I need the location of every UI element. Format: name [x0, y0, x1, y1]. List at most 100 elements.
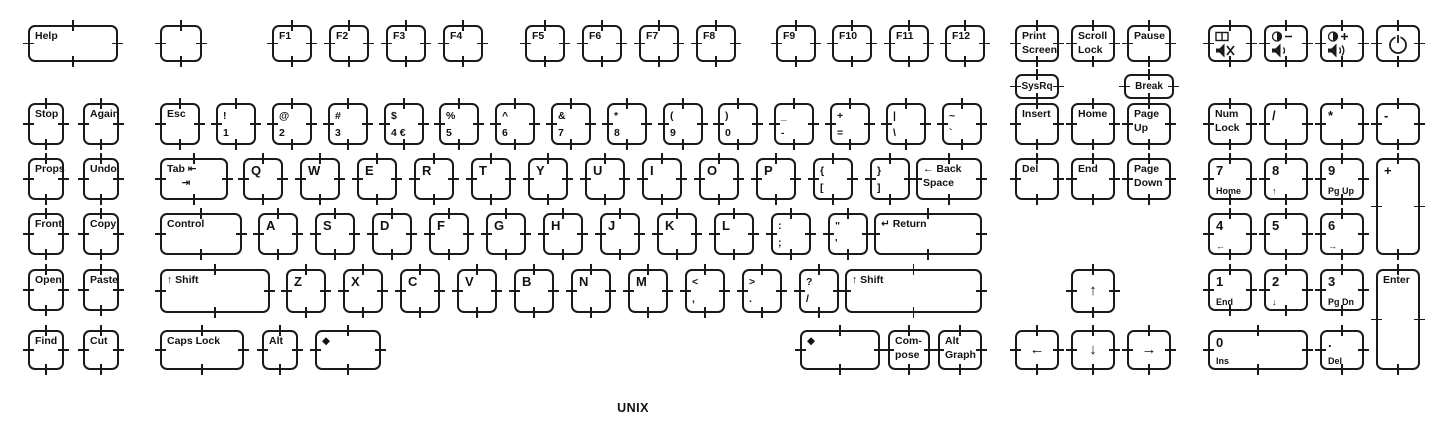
t-key: T: [466, 153, 516, 205]
key-tick: [547, 194, 549, 205]
key-tick: [795, 20, 797, 31]
key-tick: [562, 178, 573, 180]
key-tick: [964, 56, 966, 67]
key-tick: [367, 233, 378, 235]
key-tick: [490, 194, 492, 205]
f10-key: F10: [827, 20, 877, 67]
key-tick: [1246, 42, 1257, 45]
key-tick: [391, 178, 402, 180]
key-tick: [661, 153, 663, 164]
f3-key-label-line: F3: [393, 30, 406, 42]
key-tick: [505, 178, 516, 180]
key-tick: [704, 264, 706, 275]
j-key-label-line: J: [608, 218, 616, 233]
alt-graph-key-label-line: Alt: [945, 335, 959, 347]
keypad-3-key-sub-label: Pg Dn: [1328, 297, 1354, 307]
key-tick: [1341, 153, 1343, 164]
key-tick: [180, 56, 182, 67]
bracket-left-key: {[: [808, 153, 858, 205]
n-key-label: N: [579, 274, 588, 291]
f3-key: F3: [381, 20, 431, 67]
key-tick: [889, 153, 891, 164]
help-key-label-line: Help: [35, 30, 58, 42]
t-key-label: T: [479, 163, 487, 180]
key-tick: [626, 139, 628, 150]
blank-key: [155, 20, 207, 67]
key-tick: [1246, 123, 1257, 125]
key-tick: [1203, 233, 1214, 235]
key-tick: [201, 364, 203, 375]
key-tick: [908, 56, 910, 67]
compose-key-label: Com-pose: [895, 335, 922, 362]
cut-key-label-line: Cut: [90, 335, 108, 347]
keypad-1-key-sub-label: End: [1216, 297, 1233, 307]
key-tick: [78, 178, 89, 180]
key-tick: [1203, 123, 1214, 125]
keypad-1-key-main-label: 1: [1216, 274, 1224, 289]
key-tick: [1053, 349, 1064, 351]
key-tick: [214, 307, 216, 318]
semicolon-key-label-line: :: [778, 220, 782, 232]
key-tick: [709, 233, 720, 235]
meta-left-key: ◆: [310, 325, 386, 375]
key-tick: [491, 290, 502, 292]
key-tick: [1315, 178, 1326, 180]
key-tick: [462, 56, 464, 67]
key-tick: [676, 208, 678, 219]
key-tick: [1148, 98, 1150, 109]
key-tick: [1229, 194, 1231, 205]
v-key: V: [452, 264, 502, 318]
key-tick: [113, 233, 124, 235]
key-tick: [1414, 123, 1425, 125]
key-tick: [462, 20, 464, 31]
key-tick: [1010, 349, 1021, 351]
stop-key: Stop: [23, 98, 69, 150]
key-tick: [604, 153, 606, 164]
key-tick: [818, 264, 820, 275]
key-tick: [961, 139, 963, 150]
page-down-key-label-line: Page: [1134, 163, 1160, 175]
key-tick: [112, 42, 123, 45]
key-tick: [409, 178, 420, 180]
key-tick: [865, 178, 876, 180]
keypad-8-key: 8↑: [1259, 153, 1313, 205]
key-tick: [1397, 56, 1399, 67]
copy-key-label: Copy: [90, 218, 116, 232]
key-tick: [1203, 349, 1214, 351]
o-key-label-line: O: [707, 163, 718, 178]
equals-key-label: +=: [837, 108, 843, 142]
key-tick: [1285, 139, 1287, 150]
period-key: >.: [737, 264, 787, 318]
key-tick: [424, 233, 435, 235]
key-tick: [637, 178, 648, 180]
key-tick: [320, 290, 331, 292]
key-tick: [601, 20, 603, 31]
key-tick: [466, 178, 477, 180]
f7-key-label-line: F7: [646, 30, 659, 42]
key-tick: [616, 42, 627, 45]
key-tick: [180, 20, 182, 31]
keypad-subtract-key-label-line: -: [1384, 108, 1389, 123]
key-tick: [733, 178, 744, 180]
key-tick: [349, 233, 360, 235]
shift-left-key-label: ↑ Shift: [167, 274, 199, 288]
key-tick: [1148, 139, 1150, 150]
power-icon-wrap: [1378, 27, 1418, 60]
front-key: Front: [23, 208, 69, 260]
key-tick: [448, 249, 450, 260]
digit-4-key-label-line: 4 €: [391, 126, 406, 139]
backslash-key-label-line: |: [893, 110, 896, 122]
keypad-enter-key-label-line: Enter: [1383, 274, 1410, 286]
key-tick: [155, 349, 166, 351]
keypad-5-key-main-label: 5: [1272, 218, 1280, 233]
key-tick: [1066, 349, 1077, 351]
digit-7-key: &7: [546, 98, 596, 150]
key-tick: [776, 290, 787, 292]
h-key-label-line: H: [551, 218, 561, 233]
w-key: W: [295, 153, 345, 205]
key-tick: [905, 139, 907, 150]
